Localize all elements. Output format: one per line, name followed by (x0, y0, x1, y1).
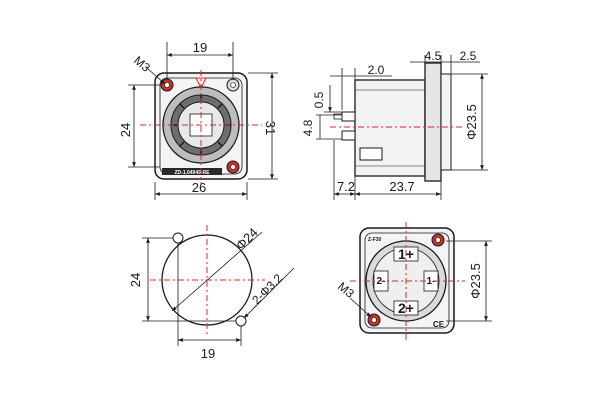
side-terminal-top (341, 111, 356, 122)
rear-screw-bottom-left (367, 313, 381, 327)
front-screw-label: M3 (131, 53, 153, 75)
side-dim-diameter: Φ23.5 (464, 104, 479, 140)
rear-brand-text: Z-F30 (368, 237, 382, 243)
front-dim-right-height: 31 (263, 121, 278, 135)
side-flange (424, 62, 442, 182)
cutout-dim-diameter: Φ24 (233, 225, 261, 253)
cutout-hole-top (172, 232, 184, 244)
side-dim-4-8: 4.8 (301, 119, 315, 136)
rear-screw-top-right (431, 233, 445, 247)
front-screw-top-right (226, 78, 240, 92)
front-plate-label (162, 168, 222, 175)
front-screw-bottom-right (226, 160, 240, 174)
side-body (354, 79, 426, 177)
side-dim-7-2: 7.2 (337, 179, 355, 194)
front-triangle-marker (195, 77, 207, 90)
rear-ce-mark: CE (433, 320, 445, 329)
front-dim-top-width: 19 (193, 40, 207, 55)
side-dim-23-7: 23.7 (389, 179, 414, 194)
rear-screw-label: M3 (335, 279, 357, 301)
front-view: ZD-1.04949-RE 19 M3 26 24 31 (118, 40, 278, 200)
side-dim-2-0: 2.0 (368, 63, 385, 77)
front-screw-top-left (160, 78, 174, 92)
side-dim-2-5: 2.5 (460, 49, 477, 63)
side-terminal-bottom (341, 130, 356, 141)
side-dim-0-5: 0.5 (312, 91, 326, 108)
cutout-dim-width: 19 (201, 346, 215, 361)
side-dim-4-5: 4.5 (425, 49, 442, 63)
cutout-dim-height: 24 (128, 273, 143, 287)
front-dim-left-height: 24 (118, 123, 133, 137)
rear-dim-diameter: Φ23.5 (468, 263, 483, 299)
front-plate-text: ZD-1.04949-RE (174, 170, 210, 176)
cutout-dim-holes: 2-Φ3.2 (249, 271, 285, 307)
side-view: 2.0 4.5 2.5 0.5 4.8 Φ23.5 7.2 23.7 (301, 49, 488, 200)
rear-view: Z-F30 1+ 1- 2+ 2- CE M3 Φ23.5 (335, 222, 492, 340)
front-dim-bottom-width: 26 (192, 180, 206, 195)
panel-cutout: Φ24 2-Φ3.2 24 19 (128, 225, 295, 361)
